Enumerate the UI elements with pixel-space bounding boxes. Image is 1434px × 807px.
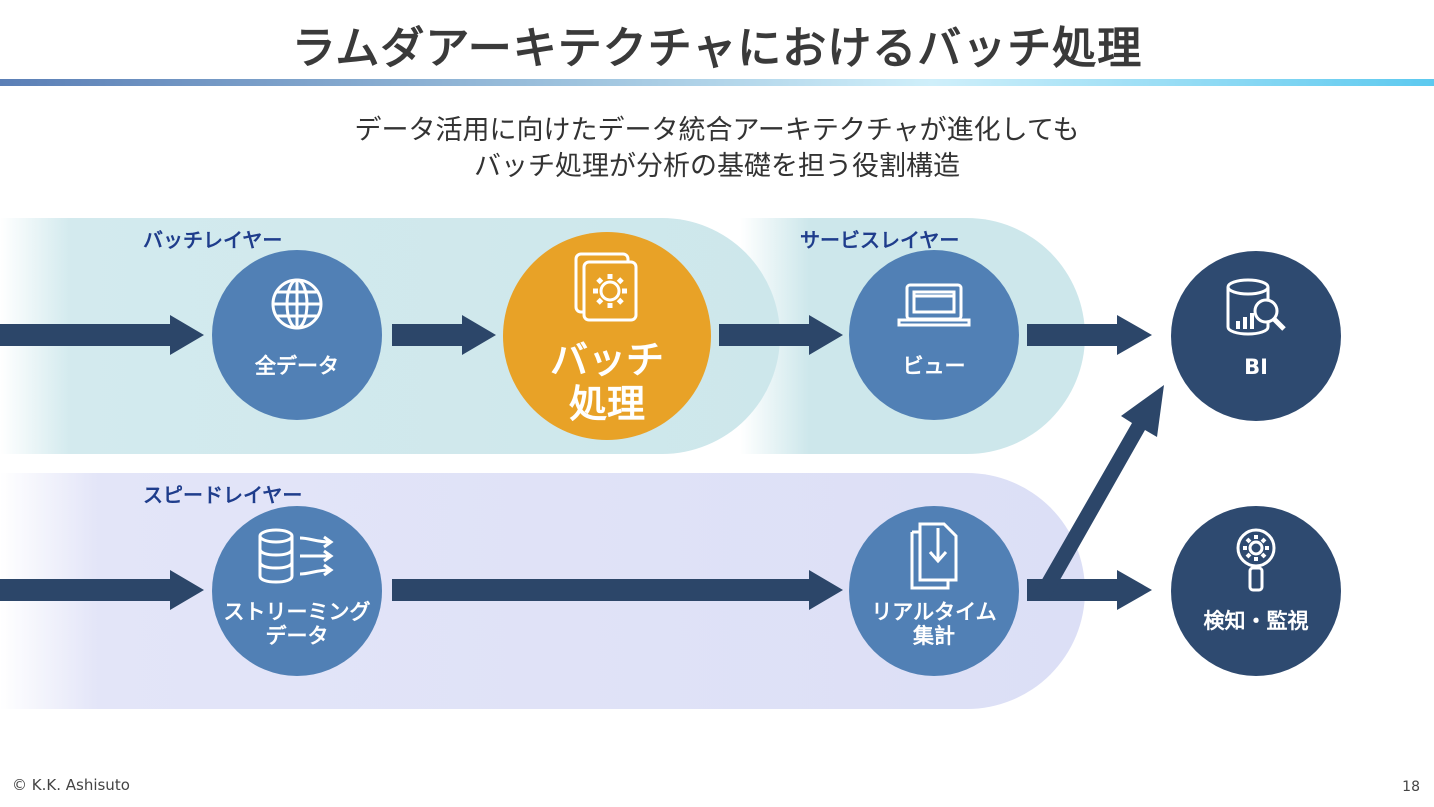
subtitle-line-2: バッチ処理が分析の基礎を担う役割構造 — [474, 151, 960, 182]
node-all-data: 全データ — [212, 250, 382, 420]
arrow-all-data-to-batch — [392, 315, 496, 355]
node-monitoring: 検知・監視 — [1171, 506, 1341, 676]
node-batch-processing: バッチ 処理 — [503, 232, 711, 440]
database-stream-icon — [256, 528, 338, 588]
node-view-label: ビュー — [902, 354, 966, 378]
node-streaming-data-label: ストリーミング データ — [212, 600, 382, 648]
node-realtime-label: リアルタイム 集計 — [849, 600, 1019, 648]
node-bi-label: BI — [1244, 355, 1268, 379]
serving-layer-label: サービスレイヤー — [800, 228, 960, 252]
copyright: © K.K. Ashisuto — [12, 776, 130, 794]
arrow-streaming-to-realtime — [392, 570, 843, 610]
node-all-data-label: 全データ — [255, 354, 339, 378]
arrow-input-to-all-data — [0, 315, 204, 355]
node-batch-line-2: 処理 — [568, 382, 645, 426]
node-bi: BI — [1171, 251, 1341, 421]
page-number: 18 — [1402, 779, 1420, 795]
database-analytics-icon — [1224, 277, 1288, 341]
document-download-icon — [908, 520, 960, 596]
node-streaming-line-1: ストリーミング — [223, 600, 371, 624]
node-view: ビュー — [849, 250, 1019, 420]
gear-search-icon — [1234, 526, 1278, 598]
laptop-icon — [897, 282, 971, 332]
node-realtime-line-2: 集計 — [913, 624, 955, 648]
speed-layer-label: スピードレイヤー — [143, 483, 303, 507]
batch-layer-label: バッチレイヤー — [143, 228, 283, 252]
subtitle-line-1: データ活用に向けたデータ統合アーキテクチャが進化しても — [354, 115, 1080, 146]
node-streaming-line-2: データ — [265, 624, 329, 648]
arrow-input-to-streaming — [0, 570, 204, 610]
node-streaming-data: ストリーミング データ — [212, 506, 382, 676]
node-batch-line-1: バッチ — [549, 338, 664, 382]
arrow-realtime-to-bi — [1027, 385, 1164, 601]
node-realtime-line-1: リアルタイム — [871, 600, 997, 624]
node-batch-processing-label: バッチ 処理 — [503, 338, 711, 426]
globe-icon — [269, 276, 325, 336]
title-underline — [0, 79, 1434, 86]
arrow-view-to-bi — [1027, 315, 1152, 355]
arrow-batch-to-view — [719, 315, 843, 355]
node-realtime-aggregation: リアルタイム 集計 — [849, 506, 1019, 676]
page-title: ラムダアーキテクチャにおけるバッチ処理 — [291, 23, 1143, 74]
node-monitoring-label: 検知・監視 — [1203, 609, 1309, 633]
gear-documents-icon — [572, 250, 642, 330]
